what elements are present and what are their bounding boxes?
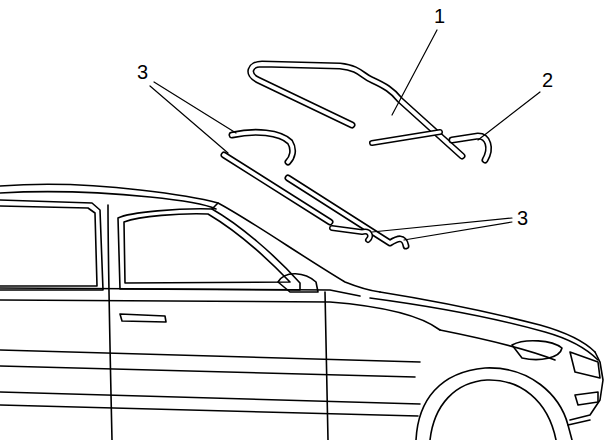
headlight	[512, 341, 562, 360]
molding-corner-piece	[372, 132, 489, 160]
callout-number: 2	[541, 70, 554, 90]
leader-lines	[150, 30, 540, 240]
callout-number: 1	[433, 6, 446, 26]
car-body	[0, 184, 603, 440]
callout-number: 3	[136, 62, 149, 82]
windshield-molding-upper	[251, 64, 462, 156]
rear-window	[0, 200, 103, 290]
callout-number: 3	[516, 208, 529, 228]
door-handle	[120, 314, 166, 322]
front-door	[108, 205, 112, 440]
side-moldings	[224, 132, 406, 246]
mirror	[278, 274, 318, 292]
